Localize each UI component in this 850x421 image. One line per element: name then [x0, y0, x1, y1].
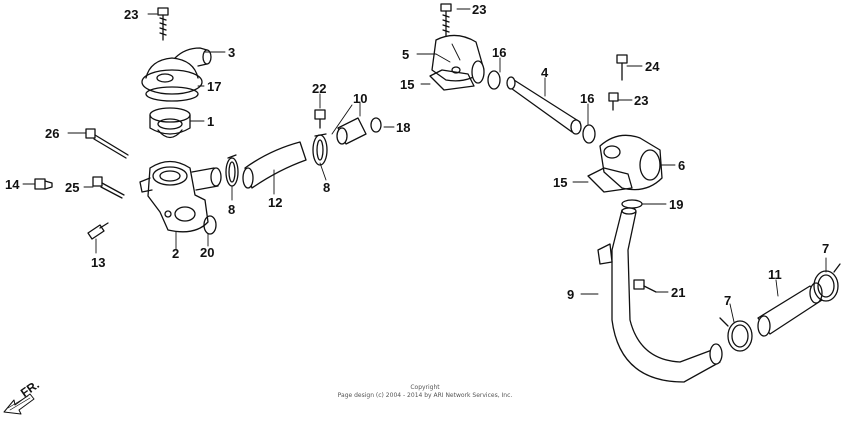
water-outlet-5	[431, 34, 485, 84]
callout-20: 20	[200, 245, 215, 260]
callout-24: 24	[645, 59, 660, 74]
callout-13: 13	[91, 255, 106, 270]
bolt-24	[616, 54, 628, 81]
callout-23-top-left: 23	[124, 7, 139, 22]
o-ring-18	[370, 117, 382, 133]
callout-8-left: 8	[228, 202, 236, 217]
callout-8-right: 8	[323, 180, 331, 195]
leader-lines	[22, 8, 827, 323]
o-ring-16-upper	[487, 70, 501, 90]
bolt-21	[633, 279, 657, 293]
thermostat-housing-2	[139, 160, 222, 233]
callout-21: 21	[671, 285, 686, 300]
callout-26: 26	[45, 126, 60, 141]
thermostat-1	[149, 107, 191, 139]
callout-25: 25	[65, 180, 80, 195]
callout-7-upper: 7	[822, 241, 830, 256]
water-pipe-9	[597, 207, 723, 383]
o-ring-19	[621, 199, 643, 209]
bolt-23-top	[440, 3, 452, 37]
callout-15-upper: 15	[400, 77, 415, 92]
copyright-notice: Page design (c) 2004 - 2014 by ARI Netwo…	[337, 392, 513, 399]
gasket-15-lower	[587, 167, 633, 193]
o-ring-20	[203, 215, 217, 235]
bolt-25	[92, 176, 125, 199]
callout-3: 3	[228, 45, 236, 60]
callout-16-lower: 16	[580, 91, 595, 106]
o-ring-16-lower	[582, 124, 596, 144]
water-passage-6	[599, 134, 663, 191]
hose-clamp-8-right	[312, 133, 328, 166]
hose-clamp-8-left	[225, 154, 239, 187]
callout-23-right: 23	[634, 93, 649, 108]
callout-6: 6	[678, 158, 686, 173]
water-pipe-10	[336, 117, 367, 145]
bolt-23-top-left	[157, 7, 169, 41]
callout-7-lower: 7	[724, 293, 732, 308]
callout-16-upper: 16	[492, 45, 507, 60]
callout-19: 19	[669, 197, 684, 212]
bolt-22	[314, 109, 326, 129]
connecting-pipe-4	[506, 76, 582, 135]
sensor-14	[34, 178, 53, 190]
hose-11	[757, 282, 823, 337]
callout-17: 17	[207, 79, 222, 94]
hose-12	[242, 141, 307, 189]
callout-11: 11	[768, 267, 782, 282]
callout-9: 9	[567, 287, 575, 302]
sender-13	[87, 222, 109, 240]
gasket-15-upper	[429, 69, 475, 91]
callout-12: 12	[268, 195, 283, 210]
callout-5: 5	[402, 47, 410, 62]
callout-2: 2	[172, 246, 180, 261]
callout-23-top: 23	[472, 2, 487, 17]
callout-18: 18	[396, 120, 411, 135]
front-direction-arrow	[3, 393, 35, 415]
callout-22: 22	[312, 81, 327, 96]
copyright-title: Copyright	[410, 384, 440, 391]
bolt-26	[85, 128, 129, 159]
callout-10: 10	[353, 91, 368, 106]
bolt-23-right	[608, 92, 619, 111]
callout-1: 1	[207, 114, 215, 129]
callout-14: 14	[5, 177, 20, 192]
callout-4: 4	[541, 65, 549, 80]
gasket-17	[145, 86, 199, 102]
callout-15-lower: 15	[553, 175, 568, 190]
hose-clamp-7-lower	[719, 317, 753, 352]
